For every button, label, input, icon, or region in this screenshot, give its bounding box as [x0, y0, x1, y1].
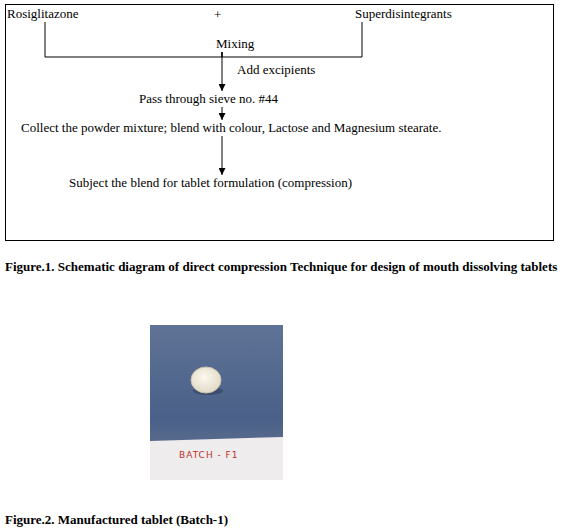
process-step: Pass through sieve no. #44 [139, 91, 278, 107]
frame-border [6, 5, 554, 241]
step-text: Rosiglitazone [7, 6, 79, 22]
edge-label: Add excipients [236, 62, 316, 78]
figure-caption: Figure.2. Manufactured tablet (Batch-1) [5, 511, 565, 528]
plus-sign: + [214, 6, 221, 23]
step-text: Collect the powder mixture; blend with c… [21, 120, 441, 136]
process-step: Collect the powder mixture; blend with c… [21, 120, 441, 136]
step-text: Mixing [216, 36, 254, 52]
photo-background [150, 325, 283, 480]
tablet [191, 367, 221, 393]
flow-arrow [222, 107, 223, 120]
flow-arrow [222, 52, 223, 91]
paper-sheet [150, 437, 283, 480]
process-step: Mixing [216, 36, 254, 52]
tablet-photo [150, 325, 283, 480]
process-step: Subject the blend for tablet formulation… [69, 175, 352, 191]
step-text: Pass through sieve no. #44 [139, 91, 278, 107]
flow-arrow [222, 136, 223, 175]
handwritten-label: BATCH - F1 [179, 447, 239, 464]
figure-caption: Figure.1. Schematic diagram of direct co… [5, 258, 565, 275]
ingredient-text: Rosiglitazone [7, 6, 79, 22]
step-text: Subject the blend for tablet formulation… [69, 175, 352, 191]
ingredient-text: Superdisintegrants [355, 6, 452, 22]
bracket-line [45, 22, 222, 57]
step-text: Superdisintegrants [355, 6, 452, 22]
